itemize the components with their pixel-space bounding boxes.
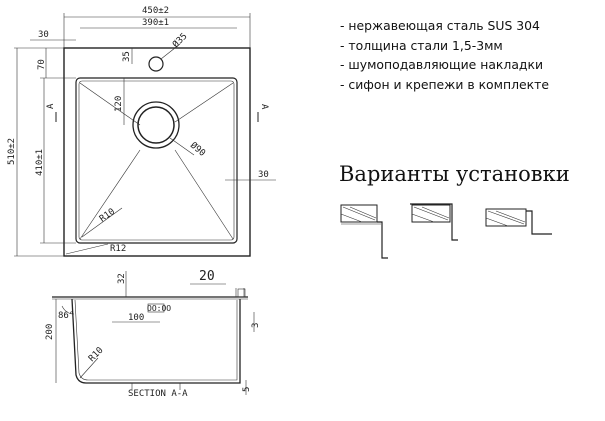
dim-height-inner: 410±1 [35,149,45,176]
dim-200: 200 [45,324,55,340]
dim-depth-top: 32 [117,273,127,284]
spec-item: - шумоподавляющие накладки [340,57,544,73]
dim-100: 100 [128,313,144,323]
dim-angle: 86° [58,311,74,321]
slope-line [174,82,234,123]
slope-line [79,82,141,126]
install-variant-3 [485,208,552,235]
drain-outer [132,101,180,149]
section-profile [71,298,241,384]
bowl-inner-outline [78,80,235,241]
drain-section [147,303,165,313]
dim-side-right: 30 [258,170,269,180]
dim-radius-bowl: R10 [98,207,117,225]
dim-width-outer: 450±2 [142,6,169,16]
sink-outer-outline [63,47,251,257]
section-label: SECTION A-A [128,389,188,399]
install-variant-1 [340,204,388,259]
dim-section-radius: R10 [87,346,106,365]
dim-tap-offset: 35 [122,51,132,62]
dim-5: 5 [242,387,252,392]
slope-line [174,149,234,240]
spec-item: - нержавеющая сталь SUS 304 [340,18,540,33]
dim-flange-left: 30 [38,30,49,40]
drain-inner [137,106,175,144]
bowl-outline [75,77,238,244]
tap-hole [148,56,164,72]
section-marker-right: A [259,104,269,110]
dim-radius-outer: R12 [110,244,126,254]
dim-3: 3 [251,323,261,328]
drain-mark: OO:OO [147,304,171,313]
dim-height-outer: 510±2 [7,138,17,165]
top-view: 450±2 390±1 30 70 35 Ø35 120 Ø90 30 R10 … [7,6,276,257]
install-variants [340,203,552,259]
dim-tap-diameter: Ø35 [170,31,189,50]
dim-width-inner: 390±1 [142,18,169,28]
dim-edge: 20 [199,269,215,284]
spec-item: - толщина стали 1,5-3мм [340,37,503,53]
dim-drain-offset: 120 [114,96,124,112]
section-view: OO:OO 32 20 100 3 200 86° R10 5 SECTION … [45,269,261,399]
spec-item: - сифон и крепежи в комплекте [340,76,549,92]
install-variant-2 [410,203,458,241]
spec-list: - нержавеющая сталь SUS 304 - толщина ст… [340,16,549,94]
dim-drain-diameter: Ø90 [188,140,208,159]
dim-flange-top: 70 [37,59,47,70]
install-title: Варианты установки [339,162,570,186]
slope-line [79,149,141,240]
section-marker-left: A [46,103,56,109]
